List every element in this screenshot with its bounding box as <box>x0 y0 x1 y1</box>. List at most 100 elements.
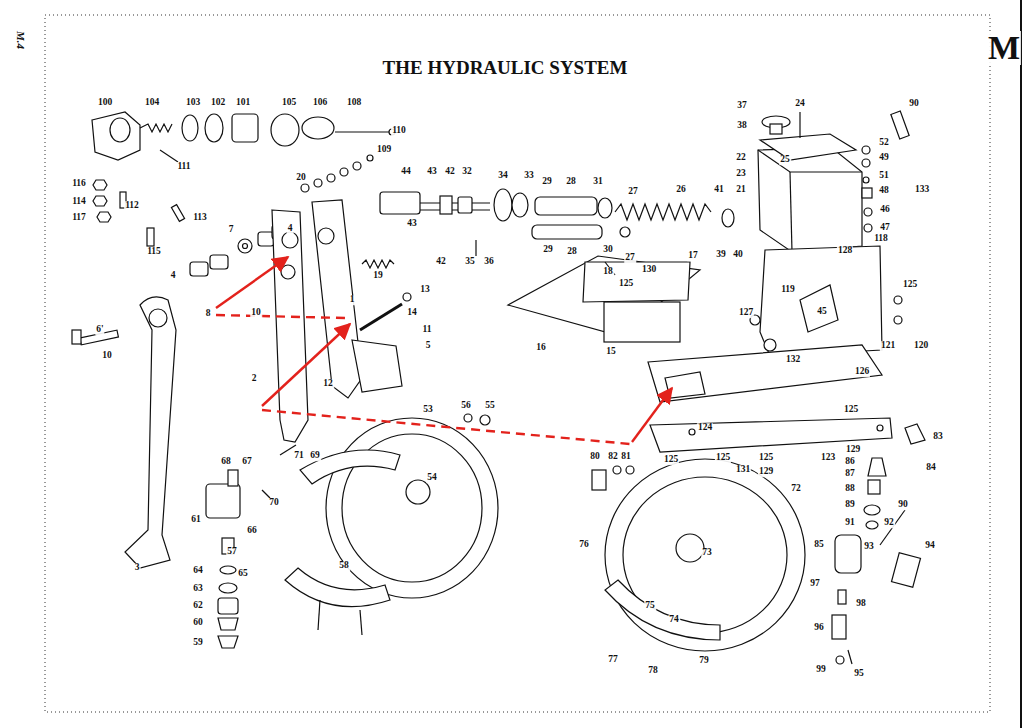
callout-number: 12 <box>322 379 334 389</box>
callout-number: 121 <box>880 341 896 351</box>
callout-number: 7 <box>228 225 235 235</box>
callout-number: 27 <box>627 187 639 197</box>
callout-number: 17 <box>687 251 699 261</box>
callout-number: 96 <box>813 623 825 633</box>
callout-number: 21 <box>735 185 747 195</box>
callout-number: 4 <box>170 271 177 281</box>
callout-number: 11 <box>422 325 433 335</box>
callout-number: 70 <box>268 498 280 508</box>
callout-number: 41 <box>713 185 725 195</box>
callout-number: 94 <box>924 541 936 551</box>
callout-number: 10 <box>101 351 113 361</box>
callout-number: 86 <box>844 457 856 467</box>
callout-number: 75 <box>644 601 656 611</box>
callout-number: 68 <box>220 457 232 467</box>
callout-number: 69 <box>309 451 321 461</box>
callout-number: 57 <box>226 547 238 557</box>
callout-number: 101 <box>235 98 251 108</box>
callout-number: 125 <box>618 279 634 289</box>
callout-number: 83 <box>932 432 944 442</box>
callout-number: 111 <box>176 162 191 172</box>
callout-number: 6' <box>95 325 104 335</box>
section-letter: M <box>987 31 1021 65</box>
callout-number: 88 <box>844 484 856 494</box>
callout-number: 89 <box>844 500 856 510</box>
callout-number: 27 <box>624 253 636 263</box>
callout-number: 31 <box>592 177 604 187</box>
callout-number: 125 <box>715 453 731 463</box>
callout-number: 81 <box>620 452 632 462</box>
callout-number: 80 <box>589 452 601 462</box>
diagram-title: THE HYDRAULIC SYSTEM <box>383 57 628 79</box>
callout-number: 49 <box>878 153 890 163</box>
callout-number: 5 <box>425 341 432 351</box>
callout-number: 118 <box>873 234 889 244</box>
callout-number: 37 <box>736 101 748 111</box>
callout-number: 42 <box>444 167 456 177</box>
callout-number: 74 <box>668 615 680 625</box>
callout-number: 67 <box>241 457 253 467</box>
callout-number: 65 <box>237 569 249 579</box>
callout-number: 42 <box>435 257 447 267</box>
callout-number: 79 <box>698 656 710 666</box>
callout-number: 124 <box>697 423 713 433</box>
page-frame <box>45 15 990 712</box>
callout-number: 25 <box>779 155 791 165</box>
callout-number: 102 <box>210 98 226 108</box>
callout-number: 84 <box>925 463 937 473</box>
callout-number: 78 <box>647 666 659 676</box>
callout-number: 133 <box>914 185 930 195</box>
callout-number: 16 <box>535 343 547 353</box>
callout-number: 132 <box>785 355 801 365</box>
callout-number: 123 <box>820 453 836 463</box>
callout-number: 90 <box>908 99 920 109</box>
callout-number: 51 <box>878 171 890 181</box>
callout-number: 43 <box>426 167 438 177</box>
red-annotation <box>216 257 672 444</box>
callout-number: 53 <box>422 405 434 415</box>
callout-number: 56 <box>460 401 472 411</box>
callout-number: 103 <box>185 98 201 108</box>
callout-number: 129 <box>758 467 774 477</box>
callout-number: 45 <box>816 307 828 317</box>
callout-number: 119 <box>780 285 796 295</box>
callout-number: 92 <box>883 518 895 528</box>
callout-number: 52 <box>878 138 890 148</box>
callout-number: 97 <box>809 579 821 589</box>
callout-number: 62 <box>192 601 204 611</box>
callout-number: 44 <box>400 167 412 177</box>
callout-number: 125 <box>758 453 774 463</box>
callout-number: 14 <box>406 308 418 318</box>
callout-number: 3 <box>134 563 141 573</box>
callout-number: 4 <box>287 224 294 234</box>
callout-number: 85 <box>813 540 825 550</box>
callout-number: 99 <box>815 665 827 675</box>
callout-number: 82 <box>607 452 619 462</box>
callout-number: 8 <box>205 309 212 319</box>
callout-number: 93 <box>863 542 875 552</box>
callout-number: 36 <box>483 257 495 267</box>
callout-number: 24 <box>794 99 806 109</box>
callout-number: 38 <box>736 121 748 131</box>
page-number: M.4 <box>15 30 26 50</box>
callout-number: 125 <box>663 455 679 465</box>
callout-number: 87 <box>844 469 856 479</box>
callout-number: 55 <box>484 401 496 411</box>
callout-number: 35 <box>464 257 476 267</box>
callout-number: 43 <box>406 219 418 229</box>
callout-number: 98 <box>855 599 867 609</box>
callout-number: 72 <box>790 484 802 494</box>
callout-number: 126 <box>854 367 870 377</box>
callout-number: 29 <box>542 245 554 255</box>
callout-number: 18 <box>602 267 614 277</box>
callout-number: 71 <box>293 451 305 461</box>
callout-number: 106 <box>312 98 328 108</box>
callout-number: 125 <box>902 280 918 290</box>
callout-number: 10 <box>250 308 262 318</box>
callout-number: 109 <box>376 145 392 155</box>
callout-number: 15 <box>605 347 617 357</box>
callout-number: 60 <box>192 618 204 628</box>
callout-number: 117 <box>71 213 87 223</box>
page-edge <box>1020 0 1022 728</box>
callout-number: 108 <box>346 98 362 108</box>
